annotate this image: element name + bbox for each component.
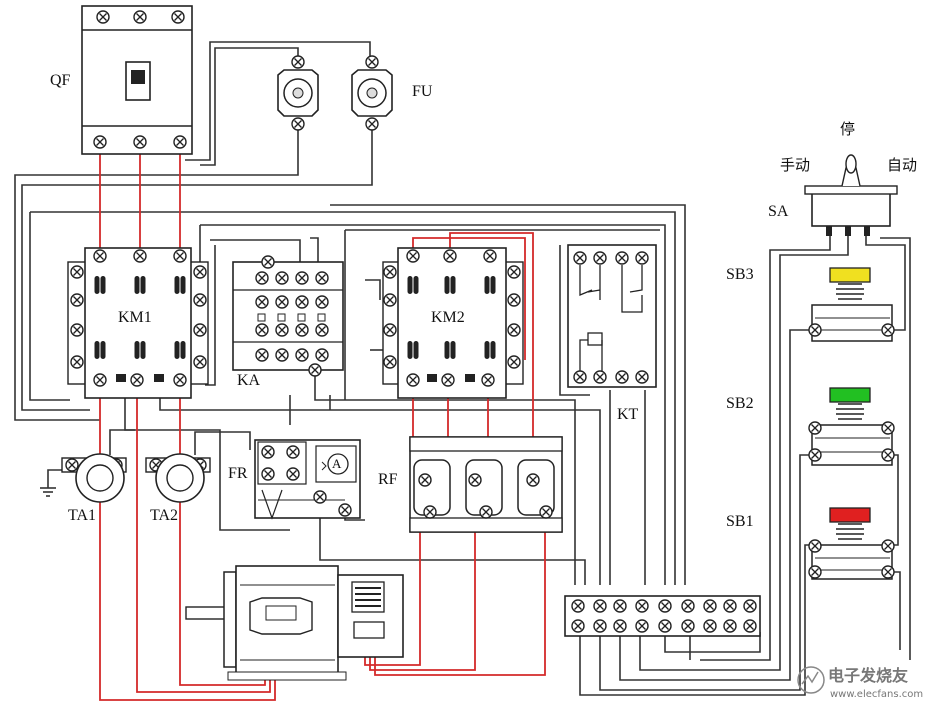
terminal-strip: [564, 595, 761, 637]
fuse-fu: [277, 55, 393, 131]
watermark-brand: 电子发烧友: [828, 666, 909, 685]
ammeter-symbol: A: [332, 456, 342, 471]
relay-ka: [232, 255, 344, 377]
label-sb1: SB1: [726, 513, 754, 530]
label-stop: 停: [840, 120, 856, 138]
control-wires: [14, 41, 911, 696]
breaker-qf: [81, 5, 193, 155]
label-fu: FU: [412, 83, 433, 100]
selector-switch-sa: [804, 154, 898, 236]
label-sb3: SB3: [726, 266, 754, 283]
thermal-relay-fr: [254, 439, 361, 520]
label-qf: QF: [50, 72, 71, 89]
label-fr: FR: [228, 465, 248, 482]
label-rf: RF: [378, 471, 398, 488]
label-km1: KM1: [118, 309, 152, 326]
watermark-url: www.elecfans.com: [830, 689, 924, 700]
label-ta2: TA2: [150, 507, 179, 524]
contactor-km1: [67, 247, 209, 399]
label-ka: KA: [237, 372, 261, 389]
current-transformers: [61, 453, 211, 503]
motor: [185, 565, 404, 681]
push-button-sb2: [808, 387, 895, 466]
label-sa: SA: [768, 203, 789, 220]
push-button-sb1: [808, 507, 895, 580]
resistor-rf: [409, 436, 563, 533]
label-manual: 手动: [780, 156, 811, 174]
label-kt: KT: [617, 406, 639, 423]
watermark-logo: [797, 666, 825, 694]
label-sb2: SB2: [726, 395, 754, 412]
push-button-sb3: [808, 267, 895, 342]
timer-kt: [567, 244, 657, 388]
label-auto: 自动: [887, 156, 918, 174]
label-ta1: TA1: [68, 507, 97, 524]
label-km2: KM2: [431, 309, 465, 326]
contactor-km2: [382, 247, 524, 399]
